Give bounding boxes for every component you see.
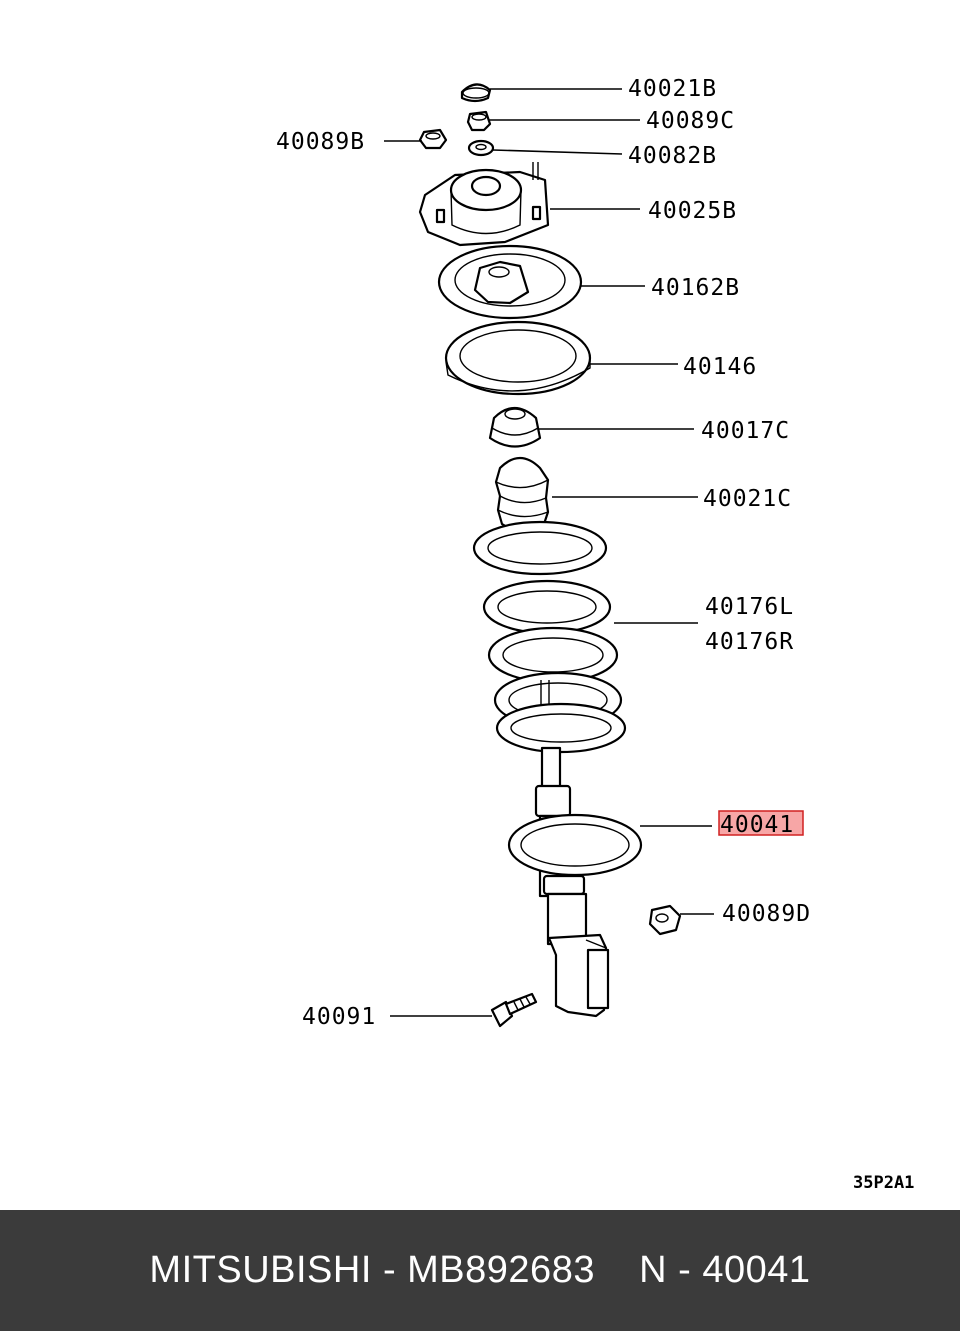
upper-spring-seat-part bbox=[437, 244, 583, 320]
shock-absorber-part bbox=[507, 746, 643, 1018]
label-40021C: 40021C bbox=[703, 486, 792, 512]
label-40146: 40146 bbox=[683, 354, 757, 380]
label-40025B: 40025B bbox=[648, 198, 737, 224]
lower-nut-part bbox=[648, 904, 682, 936]
bolt-part bbox=[490, 992, 538, 1028]
coil-spring-part bbox=[472, 520, 627, 754]
dust-cap-part bbox=[460, 83, 492, 103]
bump-stopper-part bbox=[488, 406, 542, 448]
side-nut-part bbox=[418, 128, 448, 150]
label-40176L: 40176L bbox=[705, 594, 794, 620]
strut-assembly-drawing: 40021B 40089C 40089B 40082B 40025B 40162… bbox=[276, 76, 914, 1193]
label-40041: 40041 bbox=[720, 812, 794, 838]
leader-lines bbox=[384, 88, 714, 1017]
dust-boot-part bbox=[494, 456, 550, 532]
highlight-box bbox=[718, 810, 804, 836]
nut-part bbox=[466, 110, 492, 132]
footer-part-info: MITSUBISHI - MB892683 N - 40041 bbox=[149, 1249, 811, 1291]
spring-insulator-part bbox=[444, 320, 592, 396]
label-40021B: 40021B bbox=[628, 76, 717, 102]
label-40089C: 40089C bbox=[646, 108, 735, 134]
strut-mount-part bbox=[418, 162, 550, 247]
label-40091: 40091 bbox=[302, 1004, 376, 1030]
label-40089B: 40089B bbox=[276, 129, 365, 155]
footer-bar: MITSUBISHI - MB892683 N - 40041 bbox=[0, 1210, 960, 1331]
washer-part bbox=[467, 139, 495, 157]
drawing-code: 35P2A1 bbox=[853, 1173, 914, 1193]
label-40162B: 40162B bbox=[651, 275, 740, 301]
label-40089D: 40089D bbox=[722, 901, 811, 927]
label-40082B: 40082B bbox=[628, 143, 717, 169]
parts-diagram: 40021B 40089C 40089B 40082B 40025B 40162… bbox=[276, 76, 915, 1193]
label-40176R: 40176R bbox=[705, 629, 794, 655]
label-40017C: 40017C bbox=[701, 418, 790, 444]
